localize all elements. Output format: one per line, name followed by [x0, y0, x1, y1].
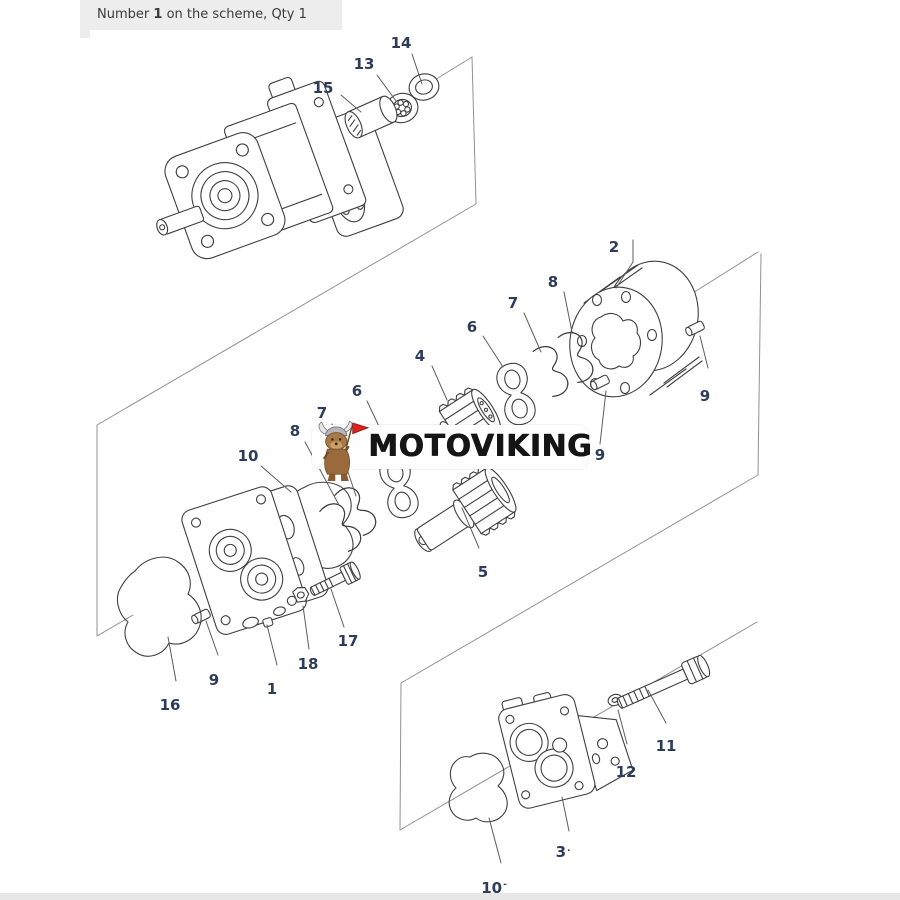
part-3-rear-cover — [498, 692, 634, 809]
leader-line-3 — [561, 796, 570, 832]
part-10-gasket-bottom — [448, 752, 508, 823]
part-11-bolt — [616, 654, 711, 709]
leader-line-9 — [599, 390, 607, 445]
leader-line-2 — [615, 239, 634, 289]
callout-16: 16 — [159, 696, 181, 714]
leader-line-14 — [411, 53, 423, 85]
part-pump-assembly — [156, 76, 404, 260]
leader-line-10 — [488, 817, 502, 864]
leader-line-13 — [376, 74, 397, 102]
callout-13: 13 — [353, 55, 375, 73]
callout-7: 7 — [316, 404, 328, 422]
callout-17: 17 — [337, 632, 359, 650]
selected-part-banner: Number 1 on the scheme, Qty 1 — [80, 0, 342, 30]
banner-corner-tab — [80, 30, 90, 38]
part-18-nut — [292, 587, 310, 603]
viking-dog-mascot-icon — [318, 420, 370, 481]
callout-7: 7 — [507, 294, 519, 312]
leader-line-6 — [482, 335, 504, 368]
leader-line-11 — [647, 689, 667, 724]
callout-3: 3. — [555, 843, 571, 861]
flag-icon — [352, 422, 370, 435]
leader-line-12 — [617, 709, 628, 745]
leader-line-8 — [563, 291, 573, 333]
watermark-pill: MOTOVIKING — [312, 420, 592, 481]
callout-18: 18 — [297, 655, 319, 673]
part-5-driven-gear — [414, 465, 517, 552]
callout-10: 10 — [237, 447, 259, 465]
banner-number: 1 — [153, 7, 163, 22]
part-6-seal-right — [493, 359, 539, 429]
callout-14: 14 — [390, 34, 412, 52]
section-frame-top — [96, 56, 477, 637]
leader-line-5 — [461, 507, 480, 549]
leader-line-17 — [330, 588, 345, 628]
callout-10: 10- — [481, 879, 507, 897]
leader-line-15 — [340, 94, 362, 113]
callout-8: 8 — [547, 273, 559, 291]
leader-line-4 — [431, 365, 448, 401]
callout-11: 11 — [655, 737, 677, 755]
leader-line-9 — [699, 335, 709, 369]
part-17-bolt — [309, 561, 361, 596]
callout-5: 5 — [477, 563, 489, 581]
leader-line-9 — [205, 620, 219, 656]
leader-line-7 — [523, 312, 542, 353]
part-8-ring-left — [319, 499, 365, 554]
leader-line-18 — [302, 605, 310, 650]
part-1-front-cover — [181, 485, 329, 635]
callout-12: 12 — [615, 763, 637, 781]
watermark-brand: MOTOVIKING — [368, 429, 593, 464]
callout-1: 1 — [266, 680, 278, 698]
banner-suffix: on the scheme, Qty 1 — [166, 7, 307, 22]
callout-6: 6 — [466, 318, 478, 336]
leader-line-16 — [167, 636, 177, 682]
callout-4: 4 — [414, 347, 426, 365]
callout-8: 8 — [289, 422, 301, 440]
part-14-washer — [408, 73, 440, 101]
callout-15: 15 — [312, 79, 334, 97]
callout-6: 6 — [351, 382, 363, 400]
leader-line-10 — [260, 465, 292, 493]
part-16-gasket — [116, 556, 202, 657]
leader-line-1 — [266, 624, 278, 666]
callout-9: 9 — [208, 671, 220, 689]
leader-line-8 — [304, 441, 340, 506]
section-frame-right-stub — [687, 251, 759, 297]
callout-2: 2 — [608, 238, 620, 256]
part-15-bushing — [344, 95, 398, 139]
bottom-strip — [0, 893, 900, 900]
callout-9: 9 — [594, 446, 606, 464]
callout-9: 9 — [699, 387, 711, 405]
banner-prefix: Number — [97, 7, 150, 22]
part-7-ring-right — [533, 343, 571, 399]
